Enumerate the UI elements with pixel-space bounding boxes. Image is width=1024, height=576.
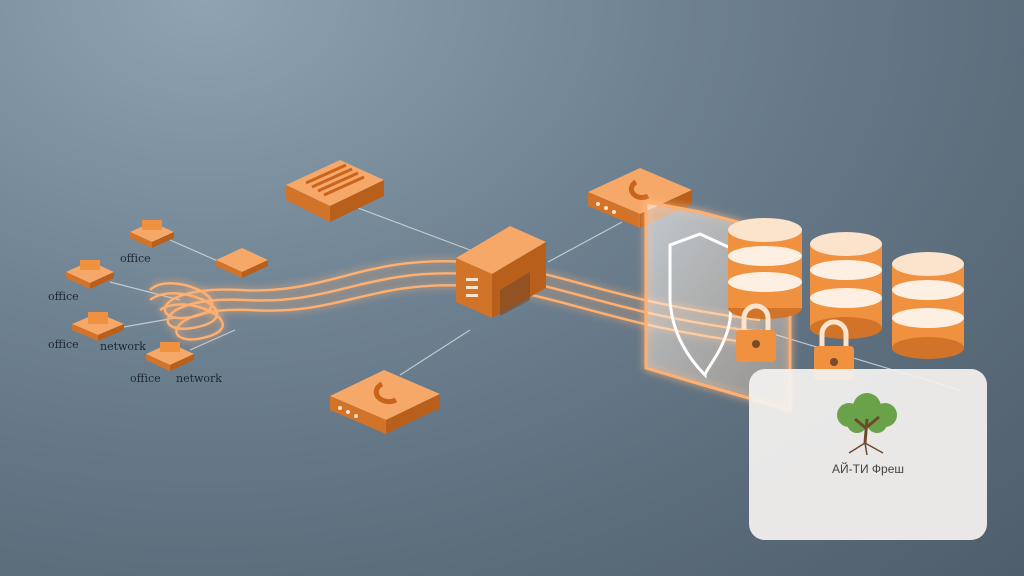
- data-stream: [149, 260, 761, 346]
- office-label-4: office: [130, 372, 161, 385]
- office-node-1: [130, 220, 174, 248]
- gateway-icon: [456, 226, 546, 318]
- network-label-2: network: [176, 372, 222, 385]
- database-icon: [892, 252, 964, 359]
- office-label-1: office: [120, 252, 151, 265]
- office-node-2: [216, 248, 268, 278]
- padlock-icon: [736, 303, 776, 362]
- watermark-card: АЙ-ТИ Фреш: [749, 369, 987, 540]
- router-icon: [286, 160, 384, 222]
- office-node-4: [72, 312, 124, 341]
- database-icon: [810, 232, 882, 339]
- tree-icon: [837, 393, 897, 456]
- office-label-2: office: [48, 290, 79, 303]
- office-node-5: [146, 342, 194, 371]
- database-icon: [728, 218, 802, 319]
- office-label-3: office: [48, 338, 79, 351]
- server-icon: [330, 370, 440, 434]
- office-node-3: [66, 260, 114, 289]
- network-label-1: network: [100, 340, 146, 353]
- watermark-text: АЙ-ТИ Фреш: [831, 462, 904, 476]
